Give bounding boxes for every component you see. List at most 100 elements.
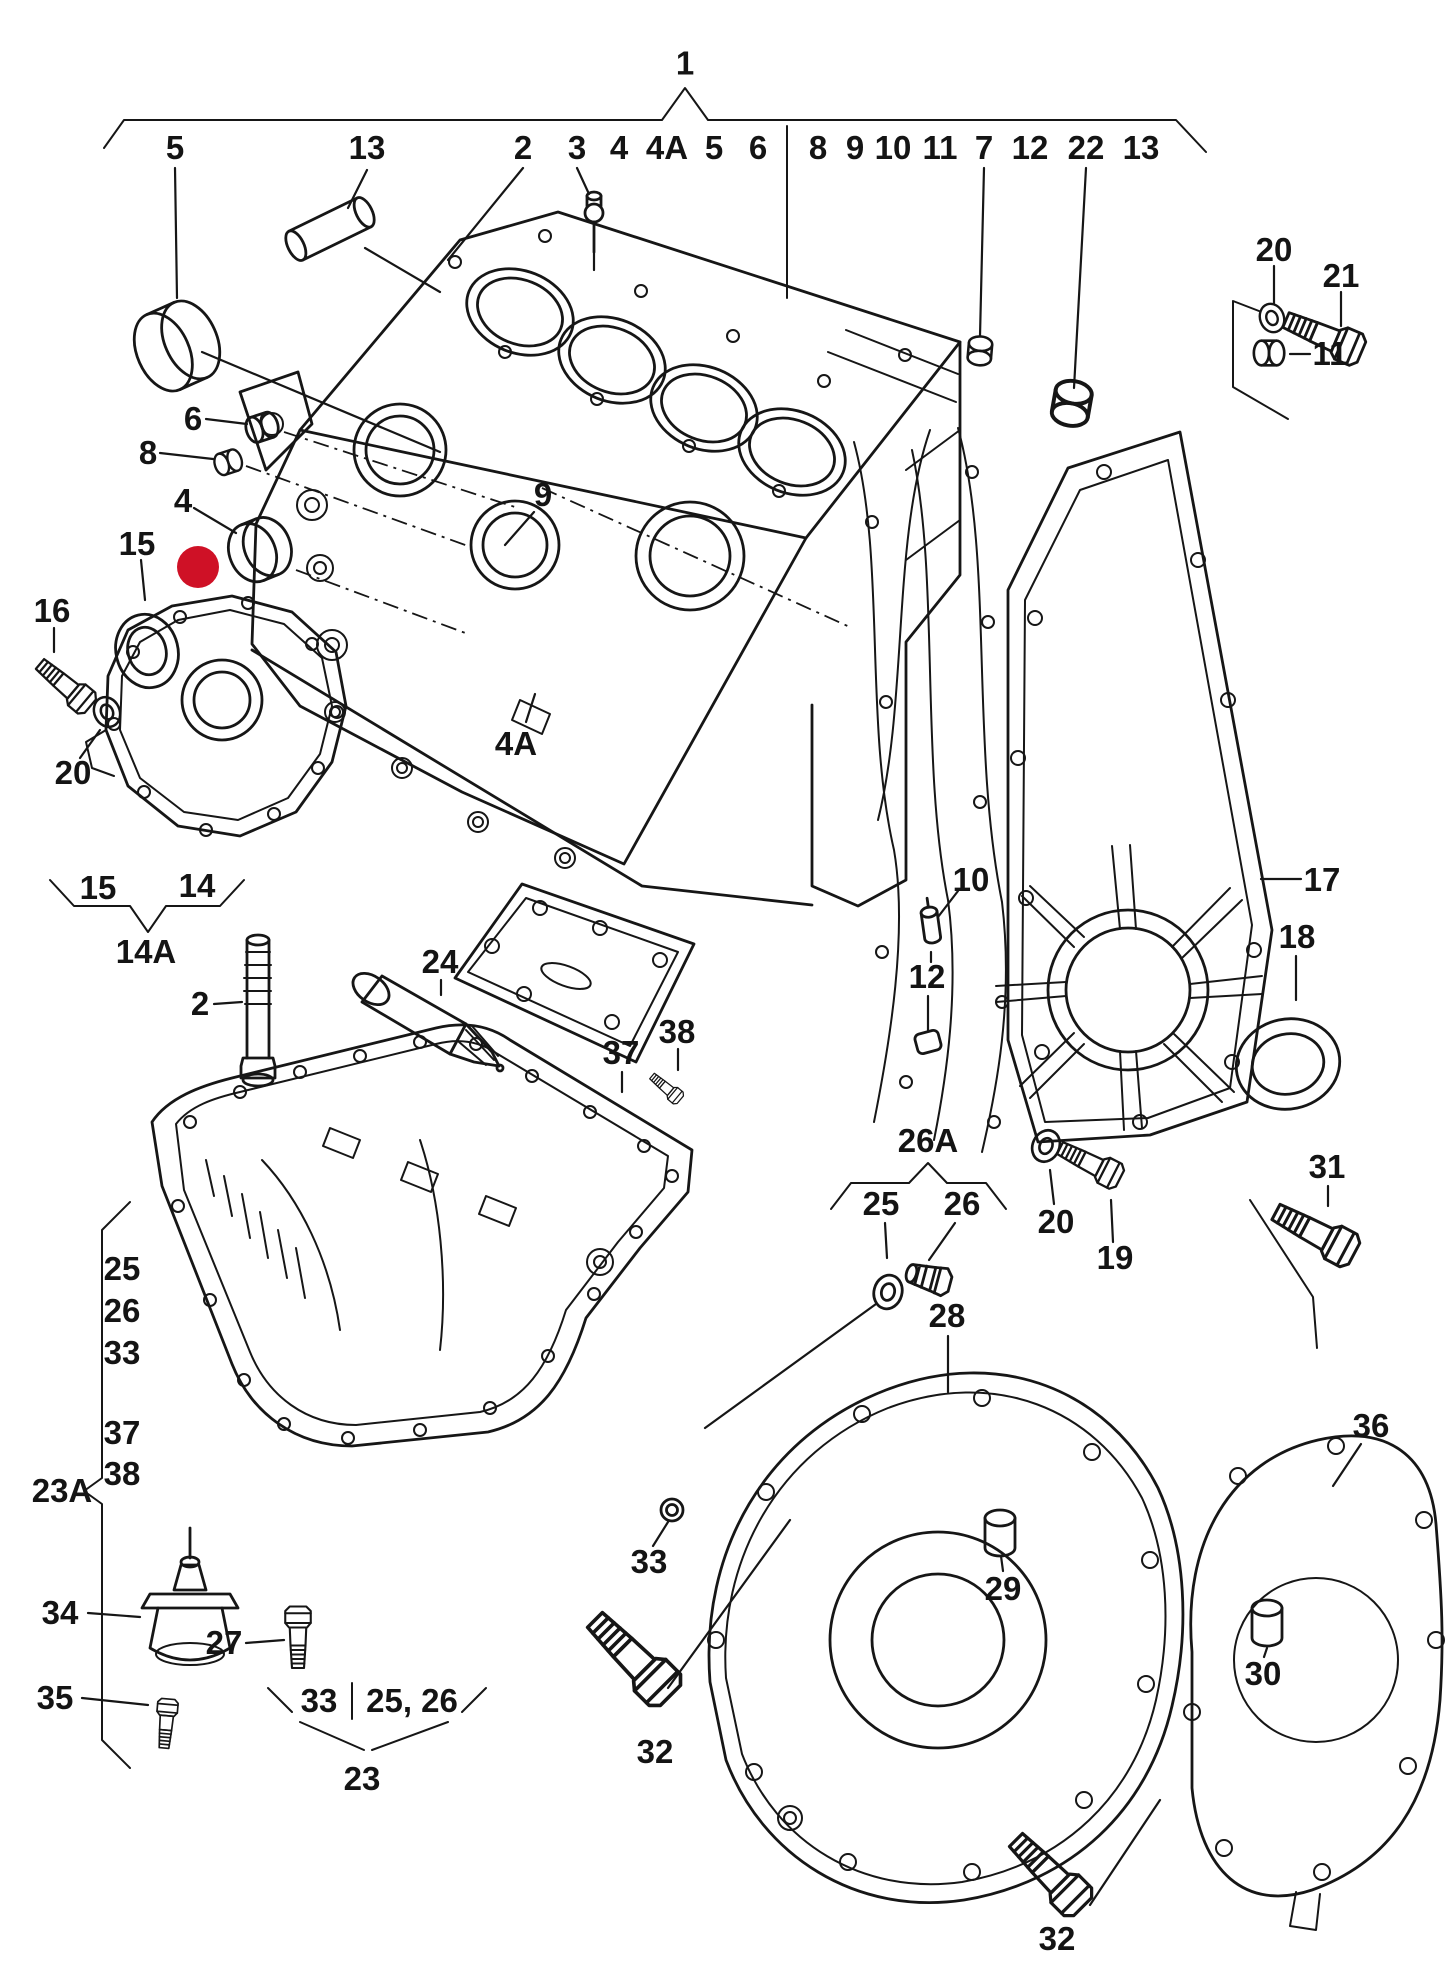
callout-10-11[interactable]: 10 (875, 129, 912, 166)
callout-6-8[interactable]: 6 (749, 129, 767, 166)
screw-38-drawing (646, 1069, 686, 1107)
callout-4-5[interactable]: 4 (610, 129, 629, 166)
callout-16-24[interactable]: 16 (34, 592, 71, 629)
engine-block-drawing (238, 210, 962, 908)
head-bolt-2-drawing (239, 933, 277, 1088)
callout-4A-6[interactable]: 4A (646, 129, 688, 166)
callout-10-35[interactable]: 10 (953, 861, 990, 898)
callout-36-61[interactable]: 36 (1353, 1407, 1390, 1444)
callout-27-53[interactable]: 27 (206, 1624, 243, 1661)
washer-20-right-drawing (1025, 1124, 1067, 1168)
cap-22-drawing (1047, 376, 1096, 431)
callout-33-58[interactable]: 33 (631, 1543, 668, 1580)
callout-8-21[interactable]: 8 (139, 434, 157, 471)
callout-15-26[interactable]: 15 (80, 869, 117, 906)
bolt-32-left-drawing (577, 1602, 688, 1713)
callout-25-40[interactable]: 25 (863, 1185, 900, 1222)
valve-10-drawing (919, 896, 942, 945)
callout-22-15[interactable]: 22 (1068, 129, 1105, 166)
callout-25-46[interactable]: 25 (104, 1250, 141, 1287)
callout-19-43[interactable]: 19 (1097, 1239, 1134, 1276)
callout-38-50[interactable]: 38 (104, 1455, 141, 1492)
callout-11-12[interactable]: 11 (923, 129, 958, 166)
callout-34-52[interactable]: 34 (42, 1594, 79, 1631)
callout-2-29[interactable]: 2 (191, 985, 209, 1022)
bolt-19-drawing (1052, 1134, 1128, 1193)
grouping-brackets (49, 87, 1318, 1769)
drain-plug-26-drawing (904, 1263, 954, 1298)
callout-26A-39[interactable]: 26A (898, 1122, 959, 1159)
callout-33-55[interactable]: 33 (301, 1682, 338, 1719)
callout-11-19[interactable]: 11 (1313, 335, 1348, 372)
top-assembly-bracket (103, 87, 1207, 153)
bearing-ring-4-drawing (227, 516, 293, 584)
cover-ribs (995, 844, 1263, 1131)
callout-14A-28[interactable]: 14A (116, 933, 177, 970)
plug-12-drawing (913, 1028, 943, 1056)
deck-bolt-holes (448, 229, 912, 498)
callout-4A-31[interactable]: 4A (495, 725, 537, 762)
oil-pan-drawing (150, 1023, 694, 1448)
callout-21-18[interactable]: 21 (1323, 257, 1360, 294)
callout-18-38[interactable]: 18 (1279, 918, 1316, 955)
callout-3-4[interactable]: 3 (568, 129, 586, 166)
rear-cover-drawing (707, 1371, 1185, 1904)
cylinder-bores (465, 267, 847, 497)
callout-13-2[interactable]: 13 (349, 129, 386, 166)
callout-4-22[interactable]: 4 (174, 482, 193, 519)
callout-17-37[interactable]: 17 (1304, 861, 1341, 898)
cover-bolt-holes (1010, 464, 1262, 1130)
callout-6-20[interactable]: 6 (184, 400, 202, 437)
callout-2526-56[interactable]: 25, 26 (366, 1682, 458, 1719)
callout-9-30[interactable]: 9 (534, 476, 552, 513)
callout-13-16[interactable]: 13 (1123, 129, 1160, 166)
pan-flange-holes (171, 1035, 679, 1445)
callout-26-41[interactable]: 26 (944, 1185, 981, 1222)
callout-20-25[interactable]: 20 (55, 754, 92, 791)
plug-8-drawing (210, 446, 246, 479)
callout-23-57[interactable]: 23 (344, 1760, 381, 1797)
callout-12-14[interactable]: 12 (1012, 129, 1049, 166)
highlighted-part-marker[interactable] (177, 546, 219, 588)
callout-9-10[interactable]: 9 (846, 129, 864, 166)
callout-8-9[interactable]: 8 (809, 129, 827, 166)
callout-30-62[interactable]: 30 (1245, 1655, 1282, 1692)
brace-23-group (267, 1682, 487, 1751)
callout-20-17[interactable]: 20 (1256, 231, 1293, 268)
callout-20-42[interactable]: 20 (1038, 1203, 1075, 1240)
callout-37-33[interactable]: 37 (603, 1034, 640, 1071)
callout-1-0[interactable]: 1 (676, 44, 694, 81)
callout-31-44[interactable]: 31 (1309, 1148, 1346, 1185)
callout-14-27[interactable]: 14 (179, 867, 216, 904)
seal-ring-18-drawing (1234, 1017, 1342, 1111)
callout-29-60[interactable]: 29 (985, 1570, 1022, 1607)
front-bosses (296, 489, 576, 869)
callout-7-13[interactable]: 7 (975, 129, 993, 166)
dowel-30-drawing (1250, 1598, 1284, 1648)
callout-28-45[interactable]: 28 (929, 1297, 966, 1334)
callout-5-1[interactable]: 5 (166, 129, 184, 166)
gasket-holes (1183, 1437, 1445, 1881)
callout-35-54[interactable]: 35 (37, 1679, 74, 1716)
oil-spray-valve-drawing (583, 190, 605, 254)
flange-bolt-holes (107, 596, 344, 837)
callout-26-47[interactable]: 26 (104, 1292, 141, 1329)
callout-38-34[interactable]: 38 (659, 1013, 696, 1050)
bolt-16-drawing (30, 652, 101, 718)
callout-37-49[interactable]: 37 (104, 1414, 141, 1451)
brace-14a (49, 879, 245, 933)
cup-plug-large-drawing (132, 299, 222, 393)
bracket-20-21 (1232, 300, 1289, 420)
callout-12-36[interactable]: 12 (909, 958, 946, 995)
callout-32-59[interactable]: 32 (637, 1733, 674, 1770)
callout-24-32[interactable]: 24 (422, 943, 459, 980)
callout-23A-51[interactable]: 23A (32, 1472, 93, 1509)
sealing-flange-drawing (85, 594, 348, 838)
bolt-32-right-drawing (1000, 1824, 1099, 1923)
callout-32-63[interactable]: 32 (1039, 1920, 1076, 1957)
callout-33-48[interactable]: 33 (104, 1334, 141, 1371)
callout-15-23[interactable]: 15 (119, 525, 156, 562)
callout-2-3[interactable]: 2 (514, 129, 532, 166)
callout-5-7[interactable]: 5 (705, 129, 723, 166)
bolt-27-drawing (284, 1605, 312, 1670)
